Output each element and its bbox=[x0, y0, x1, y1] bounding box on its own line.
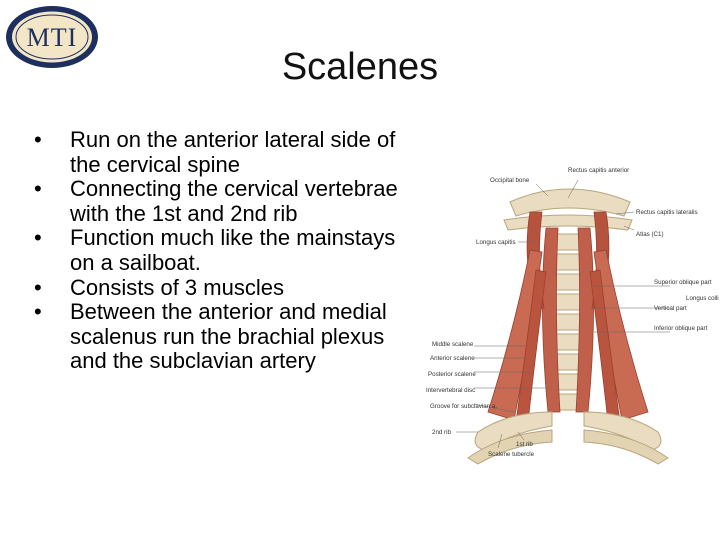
bullet-item: • Between the anterior and medial scalenu… bbox=[34, 299, 424, 374]
bullet-text: Between the anterior and medial scalenus… bbox=[70, 299, 387, 374]
first-rib-left bbox=[474, 411, 553, 451]
label-longus-colli: Longus colli bbox=[686, 295, 719, 302]
bullet-dot: • bbox=[34, 127, 42, 152]
bullet-item: • Connecting the cervical vertebrae with … bbox=[34, 176, 424, 226]
label-anterior-scalene: Anterior scalene bbox=[430, 355, 475, 362]
label-middle-scalene: Middle scalene bbox=[432, 341, 474, 348]
slide-title: Scalenes bbox=[281, 46, 439, 88]
label-rectus-capitis-anterior: Rectus capitis anterior bbox=[568, 167, 629, 174]
bullet-dot: • bbox=[34, 225, 42, 251]
label-posterior-scalene: Posterior scalene bbox=[428, 371, 476, 378]
bullet-text: Run on the anterior lateral side of the … bbox=[70, 127, 396, 177]
first-rib-right bbox=[583, 411, 662, 451]
label-second-rib: 2nd rib bbox=[432, 429, 451, 436]
atlas-shape bbox=[503, 214, 633, 231]
bullet-list: • Run on the anterior lateral side of the… bbox=[34, 127, 424, 374]
label-superior-oblique-part: Superior oblique part bbox=[654, 279, 712, 286]
label-intervertebral-disc: Intervertebral disc bbox=[426, 387, 475, 394]
mti-logo: MTI bbox=[6, 6, 98, 68]
logo-inner bbox=[12, 11, 92, 63]
label-atlas: Atlas (C1) bbox=[636, 231, 664, 238]
bullet-item: • Run on the anterior lateral side of the… bbox=[34, 127, 424, 177]
bullet-text: Consists of 3 muscles bbox=[70, 274, 284, 300]
bullet-dot: • bbox=[34, 274, 42, 300]
bullet-text: Connecting the cervical vertebrae with t… bbox=[70, 176, 398, 226]
label-vertical-part: Vertical part bbox=[654, 305, 687, 312]
bullet-item: • Consists of 3 muscles bbox=[34, 274, 424, 301]
bullet-dot: • bbox=[34, 299, 42, 325]
label-scalene-tubercle: Scalene tubercle bbox=[488, 451, 535, 458]
label-longus-capitis: Longus capitis bbox=[476, 239, 516, 246]
label-rectus-capitis-lateralis: Rectus capitis lateralis bbox=[636, 209, 698, 216]
label-inferior-oblique-part: Inferior oblique part bbox=[654, 325, 708, 332]
second-rib-right bbox=[583, 429, 669, 465]
bullet-item: • Function much like the mainstays on a s… bbox=[34, 226, 424, 275]
bullet-dot: • bbox=[34, 176, 42, 202]
label-first-rib: 1st rib bbox=[516, 441, 533, 448]
label-occipital-bone: Occipital bone bbox=[490, 177, 530, 184]
occipital-bone-shape bbox=[509, 188, 631, 217]
second-rib-left bbox=[467, 429, 553, 465]
neck-anatomy-illustration: Rectus capitis anterior Occipital bone R… bbox=[426, 167, 719, 465]
logo-text: MTI bbox=[27, 23, 78, 52]
bullet-text: Function much like the mainstays on a sa… bbox=[70, 225, 396, 275]
label-groove-subclavian: Groove for subclavian a. bbox=[430, 403, 497, 410]
